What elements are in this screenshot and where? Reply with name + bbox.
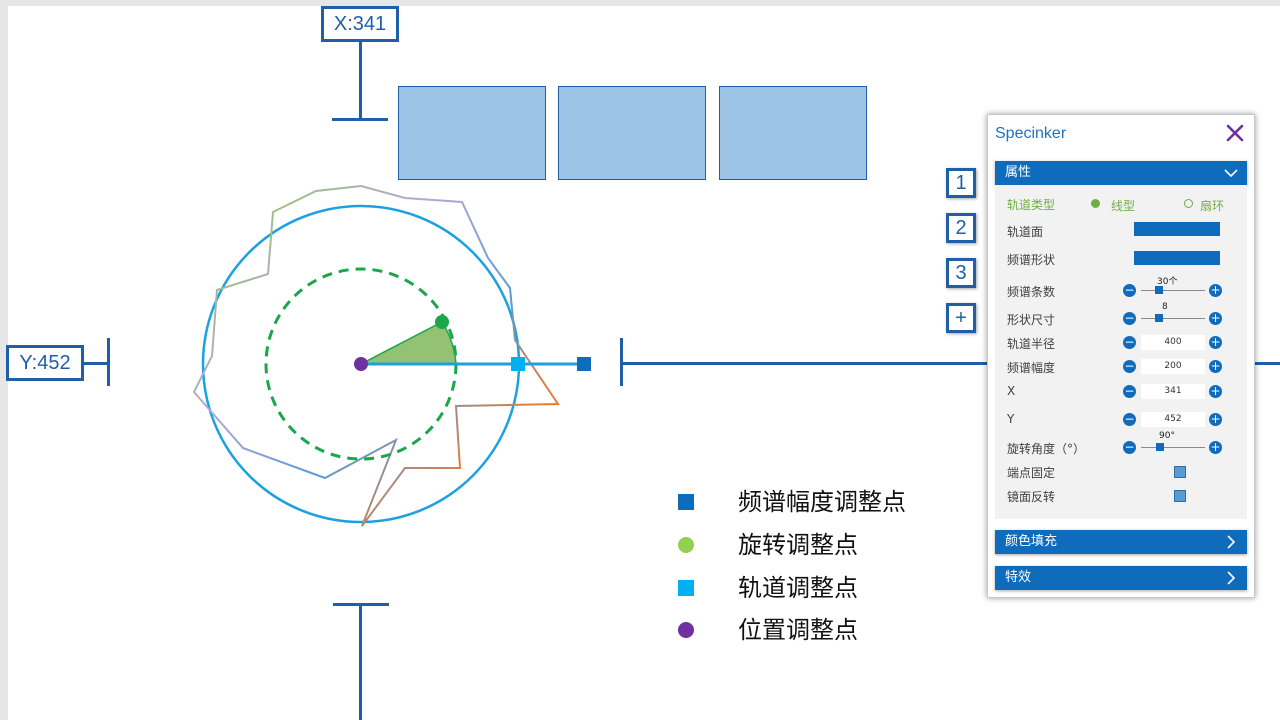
endpoint-fixed-label: 端点固定 bbox=[1007, 466, 1056, 480]
minus-button[interactable]: − bbox=[1123, 311, 1136, 325]
section-label: 特效 bbox=[1005, 570, 1032, 585]
radio-sector[interactable] bbox=[1184, 199, 1193, 208]
plus-button[interactable]: + bbox=[1209, 283, 1222, 297]
rotation-track[interactable] bbox=[1141, 447, 1205, 448]
x-label: X bbox=[1007, 384, 1016, 398]
preset-button-2[interactable]: 2 bbox=[946, 213, 976, 243]
chevron-right-icon bbox=[1227, 535, 1236, 549]
preview-rect-2[interactable] bbox=[558, 86, 706, 180]
rotation-value: 90° bbox=[1159, 431, 1175, 441]
plus-button[interactable]: + bbox=[1209, 359, 1222, 373]
radio-linear-label[interactable]: 线型 bbox=[1111, 199, 1136, 213]
amplitude-handle[interactable] bbox=[577, 357, 591, 371]
spectrum-outline bbox=[192, 185, 560, 527]
track-radius-input[interactable]: 400 bbox=[1141, 335, 1205, 350]
x-guide-line-bottom bbox=[359, 604, 362, 720]
shape-size-label: 形状尺寸 bbox=[1007, 313, 1056, 327]
y-guide-line-right bbox=[621, 362, 987, 365]
x-guide-line-top bbox=[359, 42, 362, 120]
preset-button-1[interactable]: 1 bbox=[946, 168, 976, 198]
section-label: 属性 bbox=[1005, 165, 1032, 180]
plus-button[interactable]: + bbox=[1209, 311, 1222, 325]
plus-button[interactable]: + bbox=[1209, 440, 1222, 454]
minus-button[interactable]: − bbox=[1123, 335, 1136, 349]
position-handle[interactable] bbox=[354, 357, 368, 371]
x-guide-cap-top bbox=[332, 118, 388, 121]
x-input[interactable]: 341 bbox=[1141, 384, 1205, 399]
minus-button[interactable]: − bbox=[1123, 440, 1136, 454]
track-type-label: 轨道类型 bbox=[1007, 198, 1056, 212]
track-radius-label: 轨道半径 bbox=[1007, 337, 1056, 351]
plus-button[interactable]: + bbox=[1209, 412, 1222, 426]
spectrum-count-label: 频谱条数 bbox=[1007, 285, 1056, 299]
panel-title: Specinker bbox=[995, 125, 1067, 142]
spectrum-shape-color[interactable] bbox=[1134, 251, 1220, 265]
y-guide-line-right-end bbox=[1255, 362, 1280, 365]
y-guide-line-left bbox=[84, 362, 109, 365]
chevron-right-icon bbox=[1227, 571, 1236, 585]
spectrum-canvas bbox=[192, 185, 591, 527]
x-coordinate-label: X:341 bbox=[321, 6, 399, 42]
section-label: 颜色填充 bbox=[1005, 534, 1058, 549]
spectrum-amplitude-label: 频谱幅度 bbox=[1007, 361, 1056, 375]
specinker-panel: Specinker 属性 轨道类型 线型 扇环 轨道面 频谱形状 频谱条数 − … bbox=[987, 114, 1255, 598]
radio-linear[interactable] bbox=[1091, 199, 1100, 208]
spectrum-count-thumb[interactable] bbox=[1155, 286, 1163, 294]
spectrum-amplitude-input[interactable]: 200 bbox=[1141, 359, 1205, 374]
plus-button[interactable]: + bbox=[1209, 335, 1222, 349]
track-handle[interactable] bbox=[511, 357, 525, 371]
spectrum-count-track[interactable] bbox=[1141, 290, 1205, 291]
radio-sector-label[interactable]: 扇环 bbox=[1200, 199, 1225, 213]
legend-label: 旋转调整点 bbox=[738, 531, 858, 559]
legend-label: 位置调整点 bbox=[738, 616, 858, 644]
circle-icon bbox=[678, 537, 694, 553]
properties-body: 轨道类型 线型 扇环 轨道面 频谱形状 频谱条数 − 30个 + 形状尺寸 − … bbox=[995, 185, 1247, 519]
shape-size-thumb[interactable] bbox=[1155, 314, 1163, 322]
preview-rect-3[interactable] bbox=[719, 86, 867, 180]
y-label: Y bbox=[1007, 412, 1015, 426]
track-face-label: 轨道面 bbox=[1007, 225, 1044, 239]
y-input[interactable]: 452 bbox=[1141, 412, 1205, 427]
section-effects[interactable]: 特效 bbox=[995, 566, 1247, 590]
rotation-angle-label: 旋转角度（°） bbox=[1007, 442, 1086, 456]
track-face-color[interactable] bbox=[1134, 222, 1220, 236]
endpoint-fixed-checkbox[interactable] bbox=[1174, 466, 1186, 478]
square-icon bbox=[678, 580, 694, 596]
square-icon bbox=[678, 494, 694, 510]
preview-rect-1[interactable] bbox=[398, 86, 546, 180]
close-icon[interactable] bbox=[1225, 123, 1245, 143]
plus-button[interactable]: + bbox=[1209, 384, 1222, 398]
spectrum-shape-label: 频谱形状 bbox=[1007, 253, 1056, 267]
minus-button[interactable]: − bbox=[1123, 359, 1136, 373]
rotation-handle[interactable] bbox=[435, 315, 449, 329]
mirror-flip-label: 镜面反转 bbox=[1007, 490, 1056, 504]
mirror-flip-checkbox[interactable] bbox=[1174, 490, 1186, 502]
rotation-thumb[interactable] bbox=[1156, 443, 1164, 451]
y-guide-cap-left bbox=[107, 338, 110, 386]
y-coordinate-label: Y:452 bbox=[6, 345, 84, 381]
preset-button-3[interactable]: 3 bbox=[946, 258, 976, 288]
minus-button[interactable]: − bbox=[1123, 384, 1136, 398]
chevron-down-icon bbox=[1224, 169, 1238, 178]
legend-label: 轨道调整点 bbox=[738, 574, 858, 602]
section-color-fill[interactable]: 颜色填充 bbox=[995, 530, 1247, 554]
minus-button[interactable]: − bbox=[1123, 412, 1136, 426]
section-properties[interactable]: 属性 bbox=[995, 161, 1247, 185]
circle-icon bbox=[678, 622, 694, 638]
legend-label: 频谱幅度调整点 bbox=[738, 488, 906, 516]
minus-button[interactable]: − bbox=[1123, 283, 1136, 297]
spectrum-count-value: 30个 bbox=[1157, 277, 1178, 287]
shape-size-value: 8 bbox=[1162, 302, 1168, 312]
shape-size-track[interactable] bbox=[1141, 318, 1205, 319]
add-preset-button[interactable]: + bbox=[946, 303, 976, 333]
